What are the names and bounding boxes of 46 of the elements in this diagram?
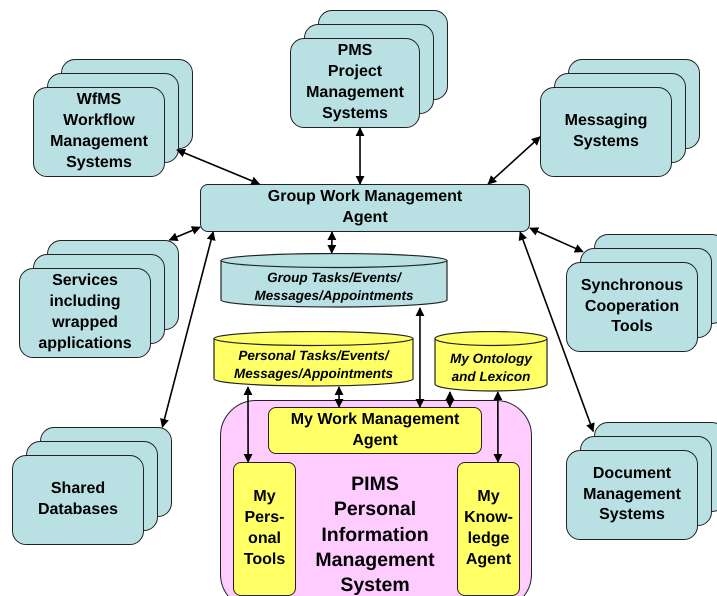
node-text: Document Management Systems: [582, 464, 682, 526]
double-arrow: [160, 231, 216, 428]
agent-box: [457, 462, 520, 596]
double-arrow: [415, 307, 424, 408]
database-cylinder: [220, 253, 448, 308]
system-container: [220, 400, 532, 596]
node-text: Messaging Systems: [564, 111, 648, 152]
double-arrow: [445, 391, 454, 408]
node-text: My Work Management Agent: [290, 410, 460, 450]
node-text: Group Tasks/Events/ Messages/Appointments: [253, 268, 415, 304]
double-arrow: [493, 391, 502, 463]
double-arrow: [529, 227, 584, 253]
node-text: Group Work Management Agent: [266, 187, 464, 228]
node-text: My Know- ledge Agent: [463, 487, 514, 570]
stacked-system-box: [33, 59, 193, 177]
node-text: My Ontology and Lexicon: [449, 350, 534, 386]
double-arrow: [334, 386, 344, 408]
double-arrow: [327, 231, 336, 254]
database-cylinder: [434, 331, 548, 392]
double-arrow: [518, 231, 595, 432]
node-text: Services including wrapped applications: [37, 271, 133, 354]
node-text: Synchronous Cooperation Tools: [580, 276, 684, 338]
agent-box: [233, 462, 296, 596]
double-arrow: [168, 226, 201, 242]
double-arrow: [487, 136, 541, 185]
stacked-system-box: [290, 10, 448, 128]
double-arrow: [356, 127, 365, 185]
node-text: Personal Tasks/Events/ Messages/Appointments: [232, 347, 394, 383]
node-text: PIMS: [351, 472, 399, 497]
stacked-system-box: [566, 422, 717, 540]
node-text: My Pers- onal Tools: [242, 487, 286, 570]
node-text: Personal Information Management System: [314, 497, 436, 596]
agent-box: [268, 407, 482, 454]
node-text: Project Management Systems: [305, 62, 405, 124]
stacked-system-box: [19, 240, 179, 358]
stacked-system-box: [566, 234, 717, 352]
double-arrow: [176, 148, 260, 186]
double-arrow: [244, 386, 253, 463]
node-text: Workflow Management Systems: [49, 111, 149, 173]
stacked-system-box: [540, 59, 700, 177]
node-text: PMS: [338, 41, 372, 62]
node-text: WfMS: [76, 90, 122, 110]
node-text: Shared Databases: [36, 479, 120, 520]
stacked-system-box: [12, 427, 172, 545]
agent-box: [200, 184, 530, 232]
database-cylinder: [213, 331, 414, 387]
